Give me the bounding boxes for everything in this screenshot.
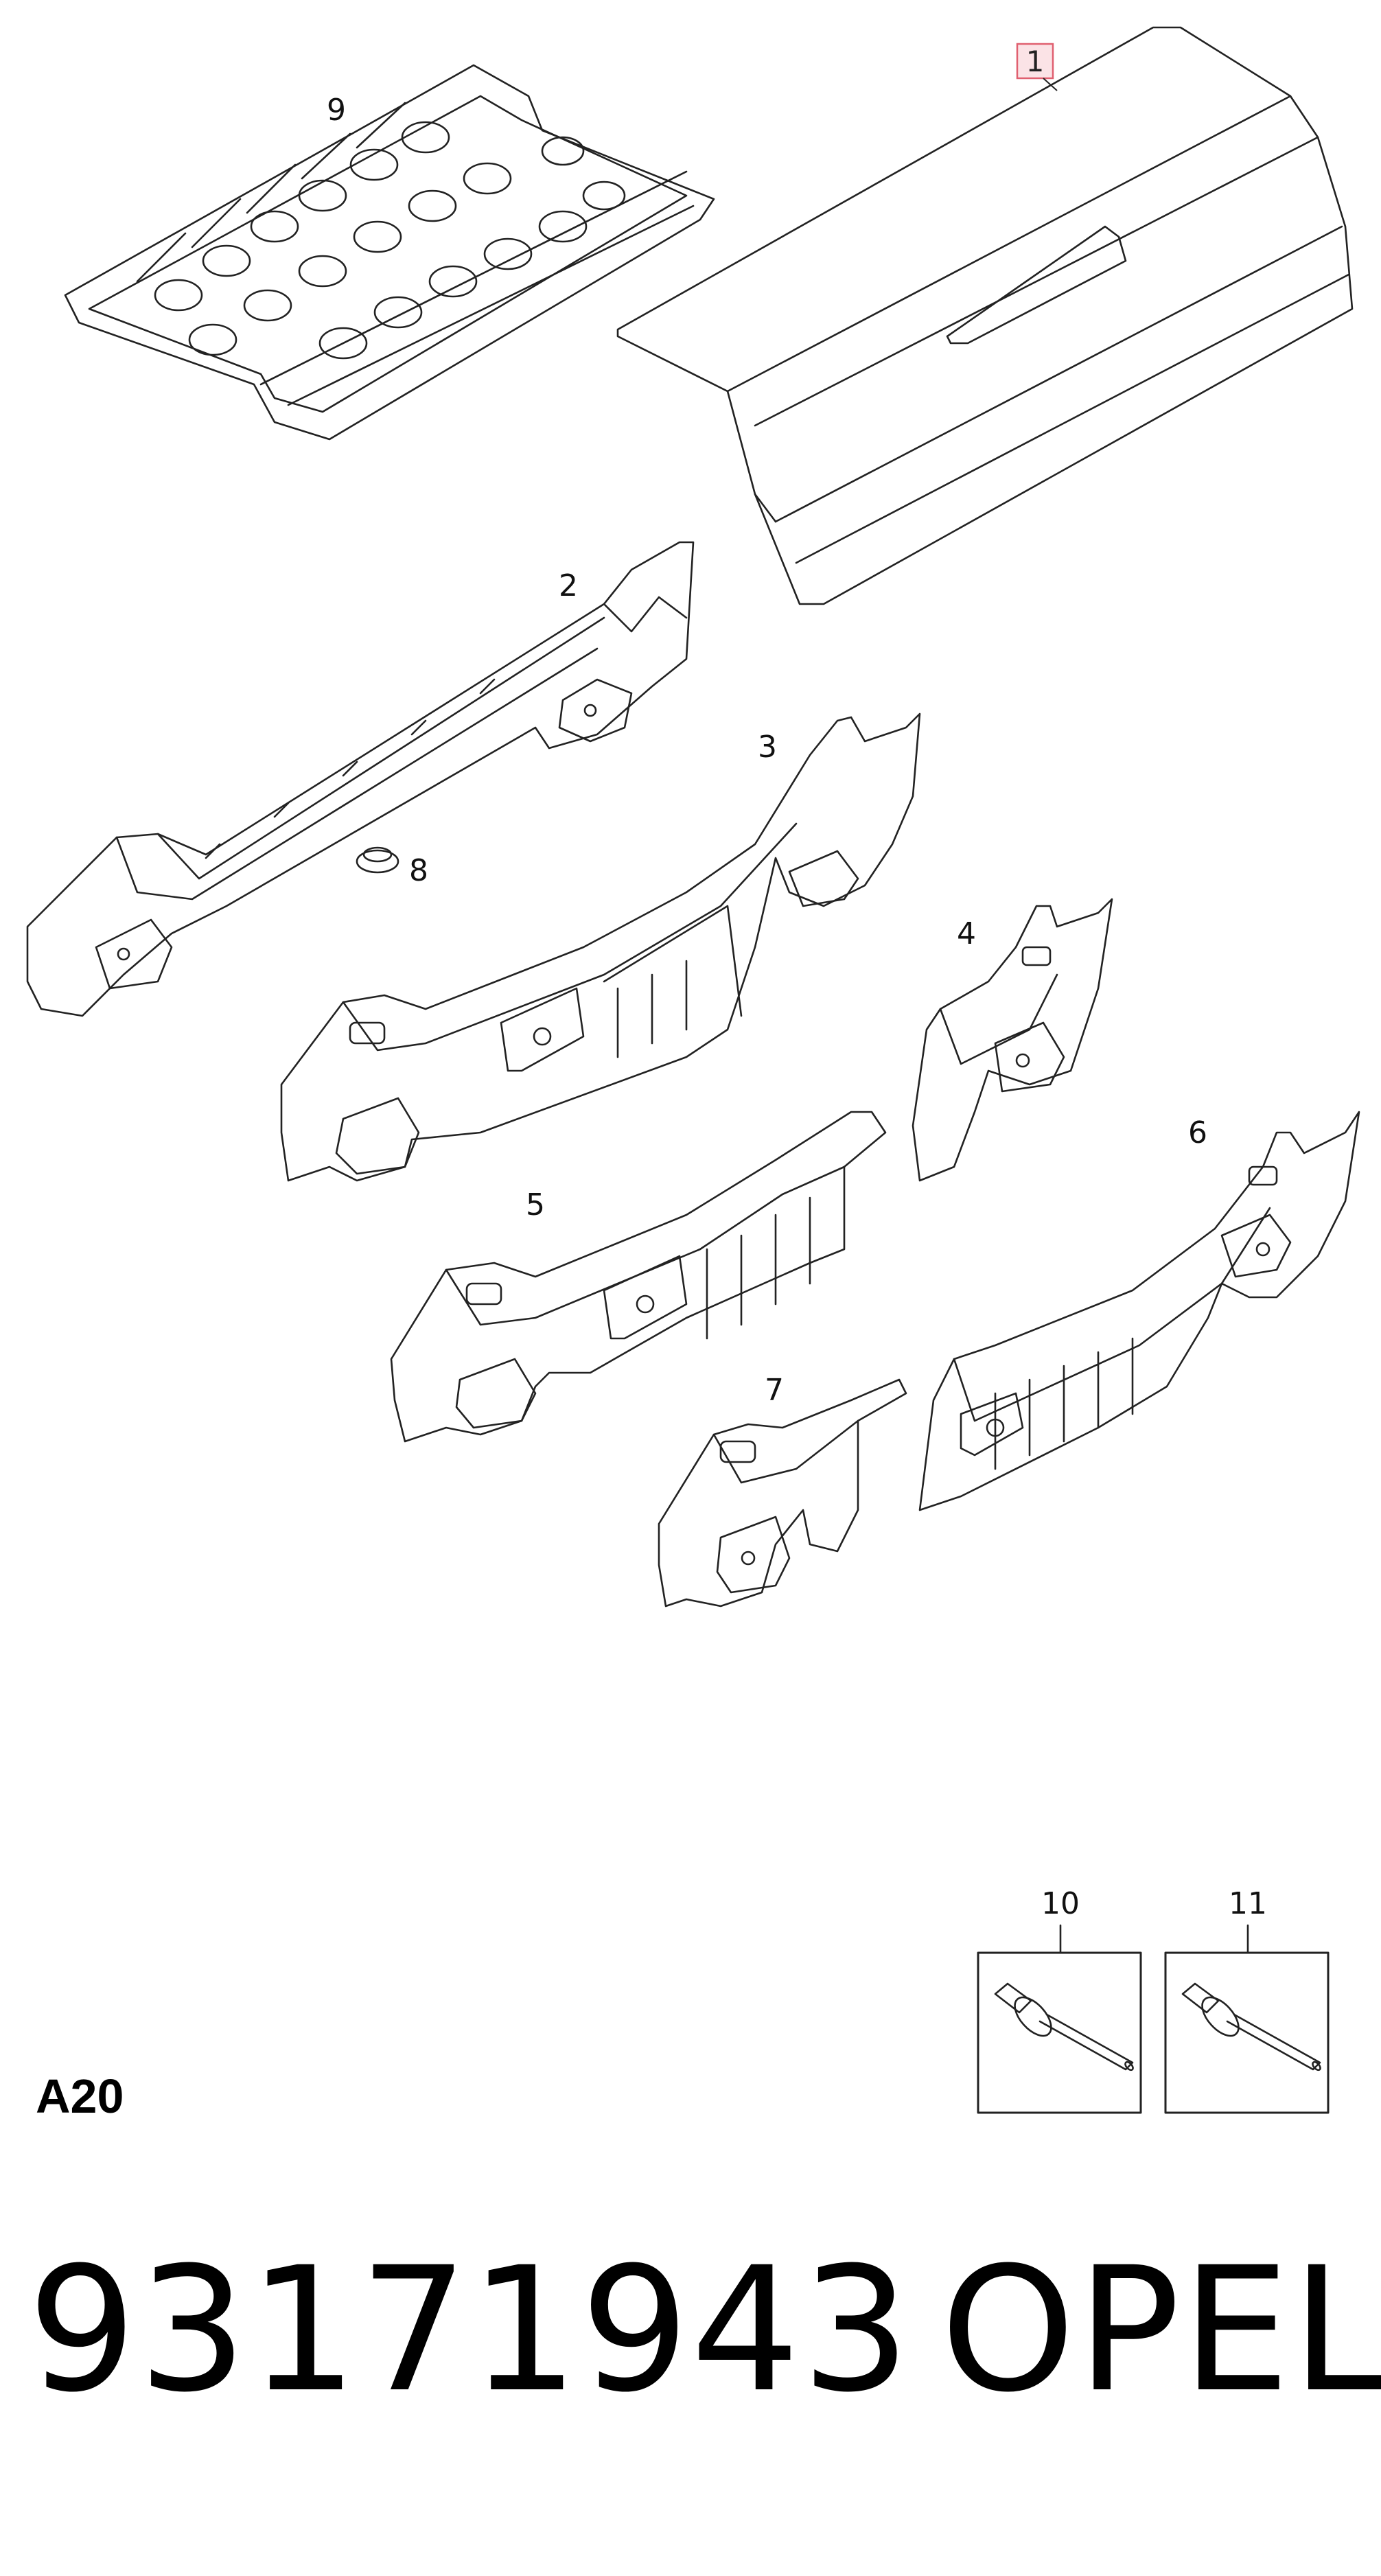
part-11-rivet-box [1164,1924,1330,2114]
part-1-rear-panel [616,26,1354,605]
part-8-grommet [356,846,399,874]
callout-11: 11 [1229,1886,1267,1921]
callout-3: 3 [758,730,777,765]
part-3-inner-panel [280,712,921,1182]
callout-8: 8 [409,853,428,888]
brand-name: OPEL [940,2230,1381,2430]
callout-1: 1 [1026,45,1045,78]
part-number: 93171943 [27,2230,912,2430]
callout-5: 5 [526,1187,545,1222]
part-9-rear-floor-panel [64,64,715,441]
section-code: A20 [36,2069,124,2123]
callout-7: 7 [765,1373,784,1408]
part-5-inner-panel [390,1111,887,1443]
callout-2: 2 [559,568,578,603]
callout-1-highlight: 1 [1016,43,1054,80]
callout-9: 9 [327,93,346,128]
part-10-rivet-box [977,1924,1142,2114]
callout-4: 4 [957,916,976,951]
part-2-rear-crossmember [26,541,695,1017]
part-4-bracket [912,898,1113,1182]
callout-6: 6 [1188,1115,1207,1150]
part-7-bracket [658,1378,907,1608]
callout-10: 10 [1041,1886,1080,1921]
part-6-inner-panel [918,1111,1360,1511]
